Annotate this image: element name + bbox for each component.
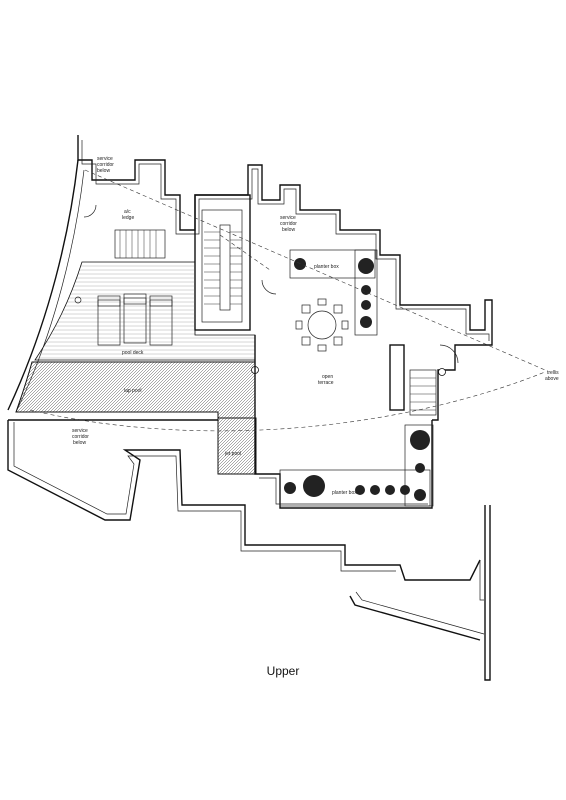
svg-text:corridor: corridor: [280, 221, 297, 227]
lower-corridor-wall: [7, 420, 481, 581]
pool-deck-area: [34, 261, 256, 361]
open-terrace-label: open terrace: [318, 374, 334, 386]
planter-box-bottom-label: planter box: [332, 490, 357, 496]
lap-pool-label: lap pool: [124, 388, 142, 394]
curved-west-wall: [7, 159, 79, 411]
east-counter: [389, 344, 405, 411]
small-stair: [114, 229, 166, 259]
planter-box-top-return: [354, 249, 378, 336]
jet-pool-label: jet pool: [224, 451, 241, 457]
stair-well: [219, 224, 231, 311]
plan-title: Upper: [266, 664, 300, 678]
svg-text:trellis: trellis: [547, 370, 559, 376]
dining-table: [295, 298, 349, 352]
ac-ledge-label: a/c ledge: [122, 209, 134, 221]
svg-text:open: open: [322, 374, 333, 380]
stair-inner: [201, 209, 243, 323]
terrace-edge: [254, 335, 433, 509]
terrace-edge-inner: [259, 477, 428, 505]
outer-wall-inner-line: [81, 140, 490, 341]
pool-deck-label: pool deck: [122, 350, 144, 356]
planter-box-bottom-return: [404, 424, 434, 507]
planter-top-shrubs: [294, 258, 374, 328]
east-retaining-wall: [484, 505, 491, 681]
terrace-column: [438, 368, 446, 376]
service-corridor-label-1: service corridor below: [97, 156, 114, 174]
jet-pool: [217, 417, 257, 475]
svg-text:corridor: corridor: [97, 162, 114, 168]
door-swing-3: [439, 344, 459, 364]
planter-bottom-shrubs: [284, 430, 430, 501]
south-wall-1: [349, 595, 481, 641]
outer-wall: [77, 135, 493, 421]
svg-text:a/c: a/c: [124, 209, 131, 215]
svg-text:below: below: [282, 227, 295, 233]
svg-text:below: below: [97, 168, 110, 174]
svg-text:above: above: [545, 376, 559, 382]
service-corridor-label-3: service corridor below: [72, 428, 89, 446]
deck-column: [74, 296, 82, 304]
svg-text:service: service: [280, 215, 296, 221]
east-stair-treads: [410, 377, 436, 411]
small-stair-treads: [119, 230, 157, 258]
svg-text:terrace: terrace: [318, 380, 334, 386]
door-swing-1: [83, 204, 97, 218]
svg-text:service: service: [72, 428, 88, 434]
svg-text:corridor: corridor: [72, 434, 89, 440]
svg-text:service: service: [97, 156, 113, 162]
sun-loungers: [97, 293, 173, 346]
lower-corridor-inner: [13, 422, 396, 572]
east-stair: [409, 369, 437, 416]
stair-treads: [204, 231, 242, 305]
trellis-label: trellis above: [545, 370, 559, 382]
planter-box-top-label: planter box: [314, 264, 339, 270]
trellis-outline-lower: [29, 371, 546, 432]
door-swing-2: [261, 279, 277, 295]
svg-text:ledge: ledge: [122, 215, 134, 221]
south-wall-1-inner: [355, 591, 485, 635]
svg-text:below: below: [73, 440, 86, 446]
planter-box-bottom: [279, 469, 431, 507]
east-stub: [479, 560, 484, 601]
trellis-outline-mid: [219, 234, 271, 271]
service-corridor-label-2: service corridor below: [280, 215, 297, 233]
planter-box-top: [289, 249, 376, 279]
